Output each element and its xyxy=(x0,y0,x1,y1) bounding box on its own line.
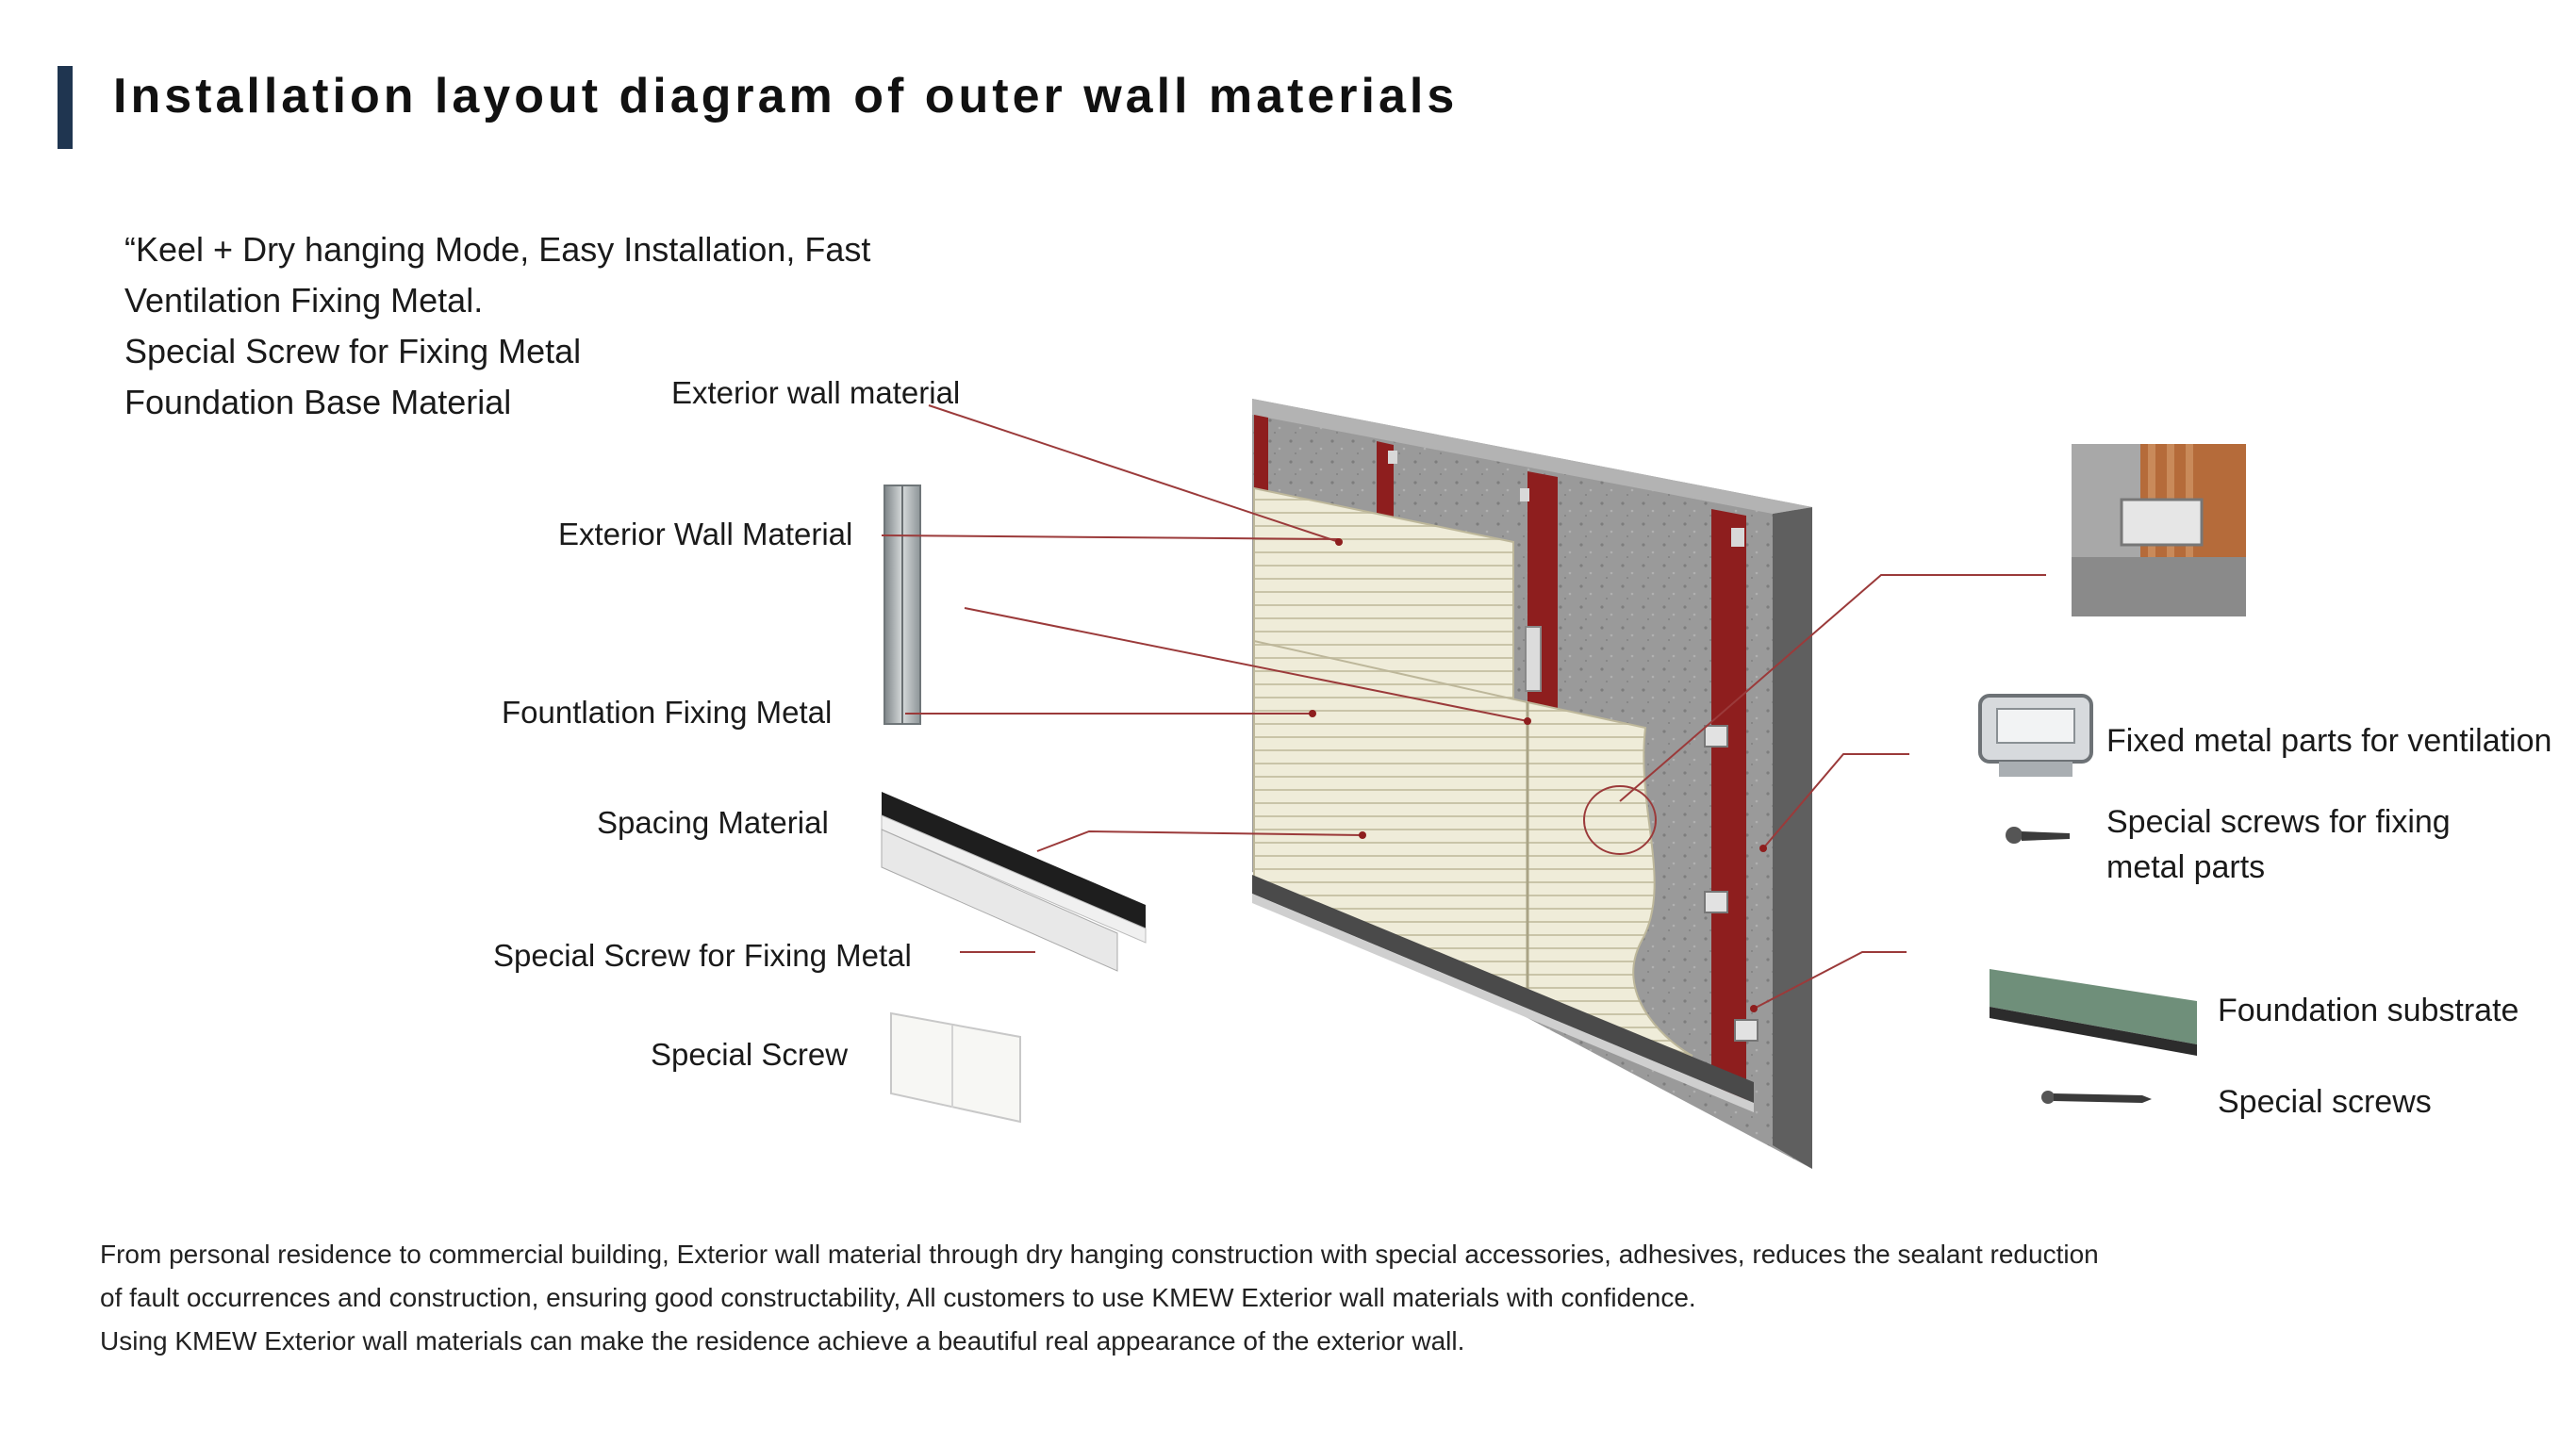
vertical-keel-component xyxy=(883,485,921,725)
special-screw-panel-component xyxy=(890,1011,1021,1124)
intro-text: “Keel + Dry hanging Mode, Easy Installat… xyxy=(124,224,870,428)
right-leader-dots xyxy=(1750,845,1767,1012)
lower-exterior-panels xyxy=(1253,639,1693,1057)
right-leader-lines xyxy=(1619,574,2046,1010)
intro-line-4: Foundation Base Material xyxy=(124,383,512,421)
footer-description: From personal residence to commercial bu… xyxy=(100,1233,2099,1363)
label-foundation-substrate: Foundation substrate xyxy=(2218,993,2519,1028)
fixing-clip xyxy=(1525,626,1542,692)
ventilation-closeup-photo xyxy=(2072,444,2246,616)
footer-line-3: Using KMEW Exterior wall materials can m… xyxy=(100,1326,1465,1356)
title-accent-bar xyxy=(58,66,73,149)
left-leader-lines xyxy=(881,404,1528,953)
ventilation-brackets xyxy=(1704,725,1759,1042)
metal-screw-illustration xyxy=(2006,827,2070,844)
highlight-circle xyxy=(1583,785,1657,855)
label-special-screws-fixing-line2: metal parts xyxy=(2106,849,2266,885)
footer-line-2: of fault occurrences and construction, e… xyxy=(100,1283,1696,1312)
label-special-screw-fixing-metal: Special Screw for Fixing Metal xyxy=(493,938,912,973)
foundation-substrate-illustration xyxy=(1990,969,2197,1056)
label-foundation-fixing-metal: Fountlation Fixing Metal xyxy=(502,695,833,730)
spacing-material-component xyxy=(881,792,1147,972)
page-title: Installation layout diagram of outer wal… xyxy=(113,69,1459,123)
intro-line-3: Special Screw for Fixing Metal xyxy=(124,332,582,370)
foundation-base-rail xyxy=(1252,875,1754,1112)
label-special-screws-fixing: Special screws for fixing metal parts xyxy=(2106,799,2451,890)
footer-line-1: From personal residence to commercial bu… xyxy=(100,1240,2099,1269)
intro-line-1: “Keel + Dry hanging Mode, Easy Installat… xyxy=(124,230,871,269)
label-special-screws: Special screws xyxy=(2218,1084,2432,1120)
intro-line-2: Ventilation Fixing Metal. xyxy=(124,281,484,320)
ventilation-metal-part-illustration xyxy=(1978,694,2093,777)
left-leader-dots xyxy=(1309,538,1531,839)
label-fixed-metal-ventilation: Fixed metal parts for ventilation xyxy=(2106,723,2552,759)
label-exterior-wall-material-top: Exterior wall material xyxy=(671,375,961,410)
label-special-screw: Special Screw xyxy=(651,1037,849,1072)
label-spacing-material: Spacing Material xyxy=(597,805,829,840)
label-special-screws-fixing-line1: Special screws for fixing xyxy=(2106,804,2451,840)
label-exterior-wall-material: Exterior Wall Material xyxy=(558,517,853,551)
special-screw-illustration xyxy=(2041,1091,2152,1104)
